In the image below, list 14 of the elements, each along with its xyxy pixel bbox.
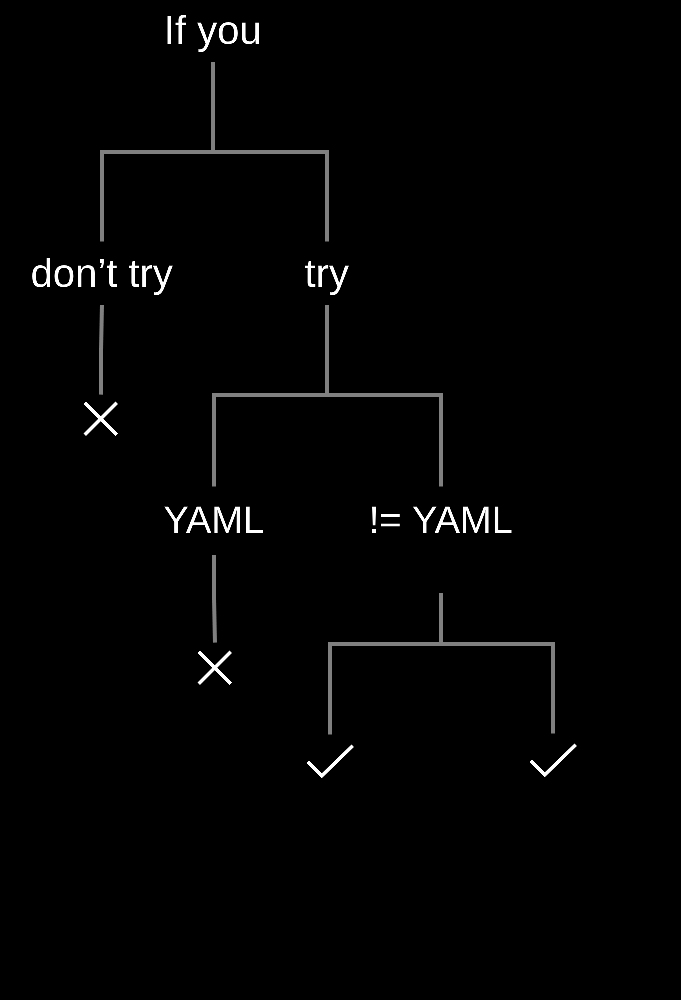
cross-icon: [83, 401, 119, 437]
connector-line: [211, 62, 329, 242]
tree-label: != YAML: [372, 506, 512, 533]
check-icon: [306, 744, 354, 778]
connector-line: [99, 305, 104, 395]
tree-label: don’t try: [32, 258, 174, 296]
check-icon: [530, 744, 578, 778]
connector-line: [212, 555, 217, 643]
tree-label: try: [305, 261, 350, 296]
cross-icon: [197, 650, 233, 686]
connector-line: [439, 593, 555, 734]
tree-label: YAML: [164, 506, 264, 533]
tree-label: If you: [168, 15, 260, 52]
connector-line: [325, 305, 443, 487]
